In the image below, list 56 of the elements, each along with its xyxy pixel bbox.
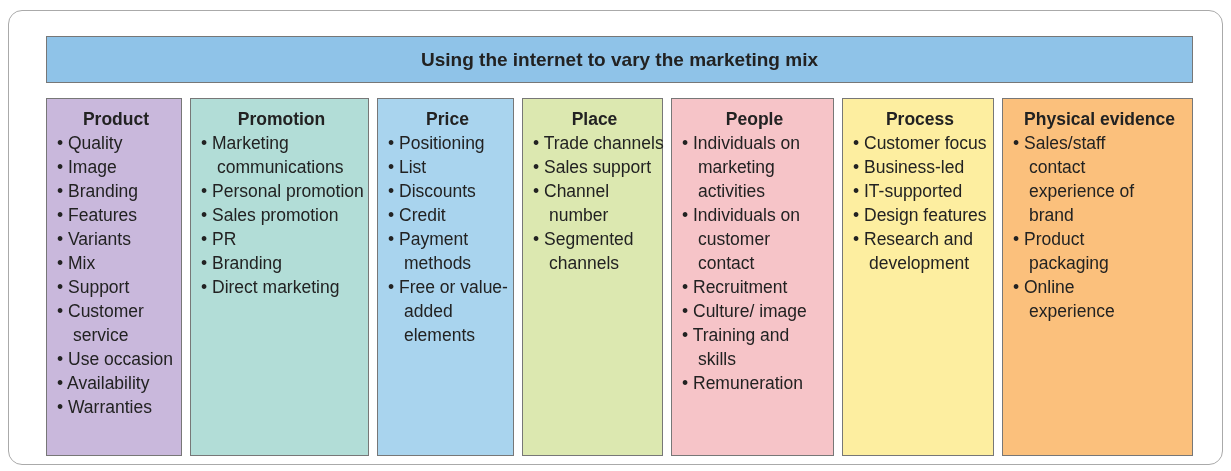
category-column — [190, 98, 369, 456]
column-heading: Physical evidence — [1023, 109, 1176, 130]
bullet-item: • Research and development — [853, 228, 974, 275]
column-heading: Product — [81, 109, 151, 130]
bullet-item: • Use occasion — [57, 348, 175, 371]
bullet-item: • Training and skills — [682, 324, 791, 371]
bullet-item: • Design features — [853, 204, 988, 227]
column-heading: People — [724, 109, 785, 130]
bullet-item: • Direct marketing — [201, 276, 341, 299]
bullet-item: • Culture/ image — [682, 300, 808, 323]
bullet-item: • Discounts — [388, 180, 477, 203]
bullet-item: • Branding — [201, 252, 284, 275]
column-heading: Promotion — [236, 109, 327, 130]
bullet-item: • Recruitment — [682, 276, 789, 299]
category-column — [377, 98, 514, 456]
bullet-item: • Personal promotion — [201, 180, 365, 203]
bullet-item: • Online experience — [1013, 276, 1116, 323]
bullet-item: • PR — [201, 228, 238, 251]
bullet-item: • Payment methods — [388, 228, 473, 275]
category-column — [46, 98, 182, 456]
bullet-item: • Positioning — [388, 132, 486, 155]
bullet-item: • List — [388, 156, 428, 179]
bullet-item: • Marketing communications — [201, 132, 345, 179]
column-heading: Process — [884, 109, 956, 130]
title-bar — [46, 36, 1193, 83]
bullet-item: • Quality — [57, 132, 124, 155]
bullet-item: • Branding — [57, 180, 140, 203]
bullet-item: • IT-supported — [853, 180, 964, 203]
bullet-item: • Credit — [388, 204, 447, 227]
bullet-item: • Support — [57, 276, 131, 299]
category-column — [1002, 98, 1193, 456]
bullet-item: • Image — [57, 156, 118, 179]
bullet-item: • Channel number — [533, 180, 611, 227]
bullet-item: • Sales/staff contact experience of brand — [1013, 132, 1136, 227]
bullet-item: • Mix — [57, 252, 97, 275]
bullet-item: • Business-led — [853, 156, 966, 179]
column-heading: Place — [570, 109, 619, 130]
bullet-item: • Individuals on marketing activities — [682, 132, 801, 203]
bullet-item: • Remuneration — [682, 372, 804, 395]
category-column — [671, 98, 834, 456]
bullet-item: • Individuals on customer contact — [682, 204, 801, 275]
bullet-item: • Availability — [57, 372, 151, 395]
bullet-item: • Warranties — [57, 396, 153, 419]
bullet-item: • Free or value-added elements — [388, 276, 509, 347]
bullet-item: • Sales support — [533, 156, 652, 179]
bullet-item: • Segmented channels — [533, 228, 635, 275]
category-column — [842, 98, 994, 456]
category-column — [522, 98, 663, 456]
bullet-item: • Customer focus — [853, 132, 988, 155]
bullet-item: • Customer service — [57, 300, 145, 347]
bullet-item: • Sales promotion — [201, 204, 340, 227]
column-heading: Price — [425, 109, 470, 130]
title-text: Using the internet to vary the marketing mix — [421, 48, 818, 71]
bullet-item: • Variants — [57, 228, 132, 251]
bullet-item: • Product packaging — [1013, 228, 1110, 275]
bullet-item: • Features — [57, 204, 139, 227]
